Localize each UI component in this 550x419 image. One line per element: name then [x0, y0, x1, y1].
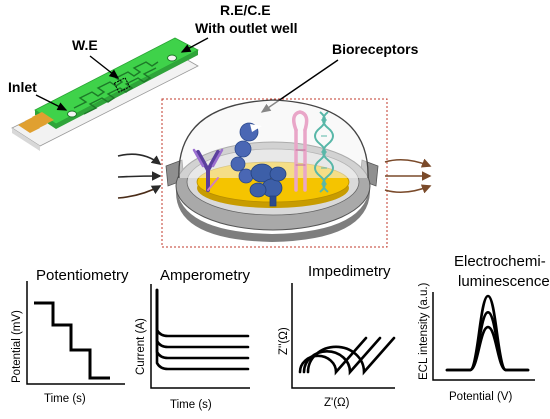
plot-title: Potentiometry — [36, 267, 129, 284]
aptamer-icon — [292, 110, 309, 192]
x-axis-label: Z'(Ω) — [324, 397, 350, 409]
antibody-icon — [192, 148, 224, 192]
plot-axes — [150, 284, 250, 389]
chip-green-layer — [34, 37, 199, 125]
y-axis-label: Z''(Ω) — [278, 327, 290, 355]
y-axis-label: Current (A) — [135, 318, 147, 375]
plot-title: Amperometry — [160, 267, 251, 284]
working-electrode-marker — [113, 77, 131, 93]
amperometry-curves — [155, 288, 250, 371]
bioreceptors — [192, 110, 334, 207]
plot-axes — [26, 281, 125, 385]
nyquist-curve — [306, 336, 396, 376]
plot-impedimetry: Impedimetry Z''(Ω) Z'(Ω) — [278, 263, 396, 409]
ecl-peak-curve — [445, 325, 530, 372]
enzyme-icon — [230, 122, 262, 184]
plot-title-line-2: luminescence — [458, 273, 550, 290]
inlet-label: Inlet — [8, 79, 37, 95]
nyquist-curve — [298, 336, 368, 376]
y-axis-label: ECL intensity (a.u.) — [418, 282, 430, 380]
amperometry-curve — [155, 288, 250, 349]
plot-amperometry: Amperometry Current (A) Time (s) — [135, 267, 251, 411]
dna-strand-icon — [314, 111, 334, 193]
outlet-well-label: With outlet well — [195, 20, 298, 36]
inflow-arrows — [117, 153, 162, 199]
zoom-box — [161, 98, 388, 248]
plot-title: Impedimetry — [308, 263, 391, 280]
amperometry-curve — [155, 288, 250, 338]
x-axis-label: Potential (V) — [449, 391, 512, 403]
nyquist-curve — [302, 336, 382, 376]
plot-axes — [291, 283, 395, 389]
plot-potentiometry: Potentiometry Potential (mV) Time (s) — [11, 267, 129, 405]
x-axis-label: Time (s) — [170, 399, 212, 411]
we-arrow — [89, 55, 120, 79]
outlet-arrow — [180, 37, 209, 53]
chip-contacts — [18, 112, 54, 133]
plot-ecl: Electrochemi- luminescence ECL intensity… — [418, 253, 550, 403]
sensor-chip — [11, 37, 199, 151]
potentiometry-curve — [34, 301, 110, 380]
inlet-hole — [67, 110, 77, 118]
re-ce-label: R.E/C.E — [220, 2, 271, 18]
x-axis-label: Time (s) — [44, 393, 86, 405]
amperometry-curve — [155, 288, 250, 371]
serpentine-channel — [73, 61, 159, 109]
we-label: W.E — [72, 37, 98, 53]
outflow-arrows — [384, 158, 432, 194]
protein-complex-icon — [249, 163, 287, 207]
outlet-hole — [167, 54, 177, 62]
plot-axes — [432, 292, 535, 381]
inlet-arrow — [35, 94, 68, 111]
ecl-peak-curve — [445, 310, 530, 372]
bioreceptors-label: Bioreceptors — [332, 41, 419, 57]
plot-title-line-1: Electrochemi- — [454, 253, 546, 270]
ecl-peak-curve — [445, 294, 530, 372]
y-axis-label: Potential (mV) — [11, 310, 23, 383]
impedimetry-curves — [298, 336, 396, 376]
ecl-curves — [445, 294, 530, 372]
